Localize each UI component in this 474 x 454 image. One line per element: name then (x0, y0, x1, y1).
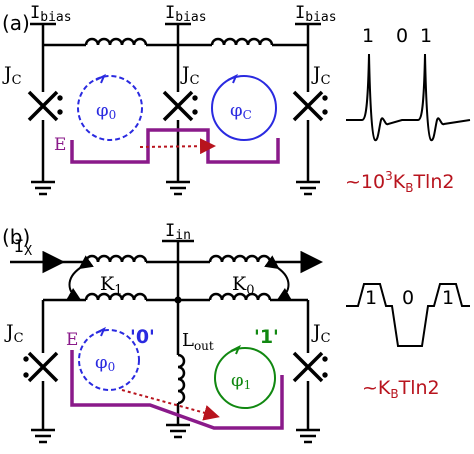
flux-loop-a-right (211, 75, 277, 141)
junction-dots-a (57, 95, 328, 115)
panel-a: (a) Ibias Ibias Ibias (2, 3, 471, 196)
electrode-b (70, 350, 284, 430)
panel-a-label: (a) (2, 11, 30, 35)
electrode-label-a: E (54, 135, 66, 155)
coupling-k1 (66, 255, 94, 301)
inductor-b-top-left (84, 254, 148, 263)
panel-b: (b) Iin IX K1 K0 (2, 221, 470, 444)
trapezoid-waveform-b (346, 283, 470, 347)
lower-rail-b (43, 292, 308, 302)
junction-branches-b (27, 300, 324, 444)
electrode-a (70, 128, 280, 164)
electrode-label-b: E (66, 330, 78, 350)
input-label-b: Iin (165, 221, 191, 243)
flux-label-b-left: φ0 (95, 352, 115, 374)
junction-label-b-right: JC (311, 321, 331, 346)
flux-label-a-left: φ0 (96, 100, 116, 122)
pulse-label-a-1: 1 (362, 25, 374, 47)
junction-labels-a: JC JC JC (2, 63, 331, 88)
state-0-label: '0' (130, 326, 155, 348)
state-1-label: '1' (254, 326, 279, 348)
svg-text:Ibias: Ibias (30, 3, 72, 25)
output-inductor (177, 353, 186, 405)
top-rail-a (43, 37, 308, 47)
energy-label-a: ~103KBTln2 (345, 169, 454, 195)
junction-label-b-left: JC (4, 321, 24, 346)
flux-arrow-b-left (95, 326, 106, 337)
pulse-label-b-2: 0 (402, 287, 414, 309)
inductor-b-top-right (208, 254, 272, 263)
flux-arrow-b-right (230, 344, 241, 355)
pulse-label-b-3: 1 (442, 287, 454, 309)
flux-loop-b-right (214, 347, 276, 409)
inductor-b-bottom-left (84, 292, 148, 301)
svg-text:JC: JC (180, 63, 200, 88)
flux-label-b-right: φ1 (231, 370, 251, 392)
bias-labels-a: Ibias Ibias Ibias (30, 3, 337, 25)
svg-text:Ibias: Ibias (165, 3, 207, 25)
pulse-waveform-a (346, 53, 471, 142)
k0-label: K0 (232, 273, 254, 298)
ix-label-b: IX (14, 237, 32, 259)
inductor-a-left (84, 37, 148, 46)
input-feed-b (162, 239, 194, 262)
junction-branches-a (27, 45, 324, 196)
panel-b-label: (b) (2, 225, 30, 249)
bias-feeds-a (30, 22, 321, 45)
flux-arrow-a-right (227, 73, 238, 84)
energy-label-b: ~KBTln2 (362, 377, 440, 401)
lout-label: Lout (182, 330, 214, 353)
svg-text:JC: JC (311, 63, 331, 88)
inductor-b-bottom-right (208, 292, 272, 301)
flux-arrow-a-left (95, 73, 106, 84)
inductor-a-right (210, 37, 274, 46)
coupling-k0 (264, 255, 292, 301)
pulse-label-a-2: 0 (396, 25, 408, 47)
flux-loop-b-left (78, 329, 140, 391)
k1-label: K1 (100, 273, 122, 298)
svg-text:Ibias: Ibias (295, 3, 337, 25)
pulse-label-b-1: 1 (365, 287, 377, 309)
flux-label-a-right: φC (230, 100, 252, 122)
transfer-arrow-a (139, 138, 216, 155)
junction-dots-b (23, 356, 328, 378)
flux-loop-a-left (77, 75, 143, 141)
svg-text:JC: JC (2, 63, 22, 88)
pulse-label-a-3: 1 (420, 25, 432, 47)
ix-line-b (10, 250, 323, 274)
transfer-arrow-b (121, 389, 220, 421)
